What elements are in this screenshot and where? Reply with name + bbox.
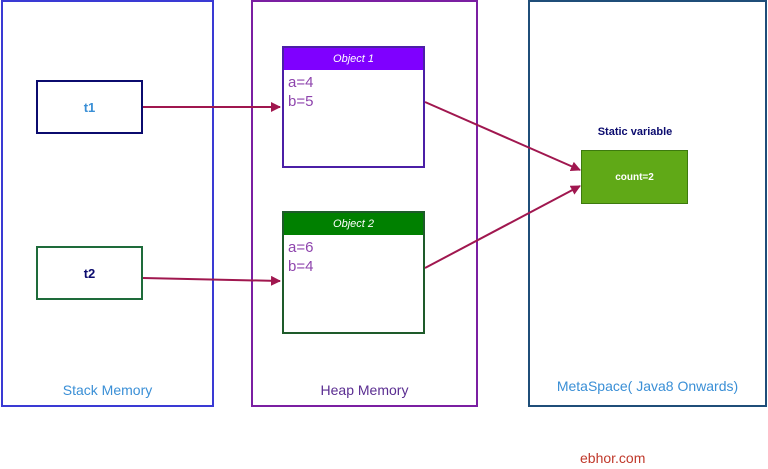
arrow-object2-to-static <box>424 185 581 269</box>
heap-object-1-field-b: b=5 <box>288 93 314 110</box>
stack-memory-panel: Stack Memory <box>1 0 214 407</box>
heap-object-2-field-a: a=6 <box>288 239 314 256</box>
heap-object-2-header: Object 2 <box>284 213 423 235</box>
heap-object-1-field-a: a=4 <box>288 74 314 91</box>
heap-memory-label: Heap Memory <box>320 382 409 398</box>
heap-object-1: Object 1 a=4 b=5 <box>282 46 425 168</box>
metaspace-panel: MetaSpace( Java8 Onwards) <box>528 0 767 407</box>
stack-ref-t1-label: t1 <box>83 99 96 115</box>
stack-ref-t2-label: t2 <box>83 265 96 281</box>
arrow-t2-to-object2 <box>142 275 281 286</box>
static-variable-value: count=2 <box>615 171 654 183</box>
metaspace-label: MetaSpace( Java8 Onwards) <box>556 378 739 394</box>
heap-object-1-header: Object 1 <box>284 48 423 70</box>
stack-memory-label: Stack Memory <box>62 382 153 398</box>
heap-object-1-title: Object 1 <box>333 53 374 65</box>
heap-object-2-title: Object 2 <box>333 218 374 230</box>
arrow-object1-to-static <box>424 101 581 171</box>
heap-object-2: Object 2 a=6 b=4 <box>282 211 425 334</box>
heap-object-2-field-b: b=4 <box>288 258 314 275</box>
static-variable-box: count=2 <box>581 150 688 204</box>
stack-ref-t2: t2 <box>36 246 143 300</box>
static-variable-label: Static variable <box>597 126 673 138</box>
stack-ref-t1: t1 <box>36 80 143 134</box>
heap-memory-panel: Heap Memory <box>251 0 478 407</box>
watermark: ebhor.com <box>580 450 646 466</box>
